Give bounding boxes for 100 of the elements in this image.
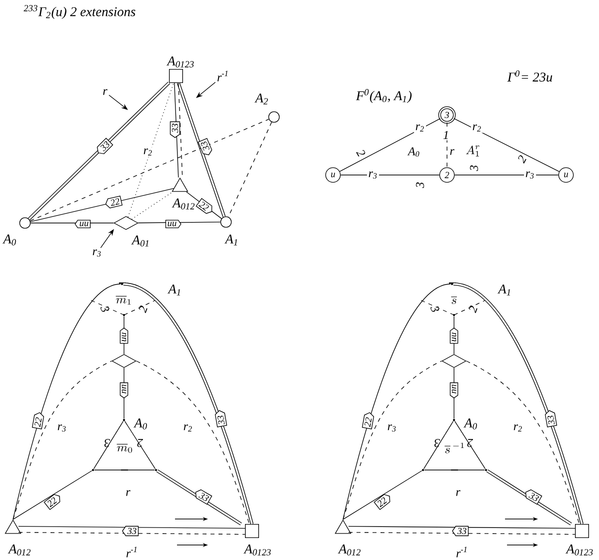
edge-label: r$_{2}$	[471, 123, 483, 133]
line	[340, 174, 440, 176]
text-label: $A^{r}_{1}$	[466, 146, 480, 156]
tag-label: 33	[170, 121, 180, 138]
line	[12, 284, 121, 520]
text-label: $\overline{s}$	[451, 296, 457, 304]
tag-label: uu	[120, 382, 128, 398]
node-label: A$_{0}$	[134, 418, 147, 430]
text-label: 3	[100, 306, 110, 312]
node-label: A$_{0123}$	[166, 56, 194, 68]
junction-point	[92, 468, 94, 472]
tag-label: 22	[44, 494, 60, 510]
line	[30, 188, 174, 222]
double-circle-node: 3	[438, 106, 456, 124]
tag-label: 33	[525, 489, 542, 505]
double-line	[453, 282, 584, 524]
dashed-line	[348, 532, 576, 535]
line	[18, 526, 246, 529]
text-label: 3	[434, 438, 440, 448]
text-label: 2	[139, 306, 148, 314]
line	[186, 191, 222, 219]
edge-label: r$_{2}$	[512, 423, 524, 433]
text-label: $\overline{m}_{1}$	[116, 296, 131, 305]
dashed-line	[136, 360, 250, 524]
edge-label: r$_{3}$	[367, 170, 379, 180]
line	[342, 284, 451, 520]
dotted-line	[128, 82, 174, 218]
dashed-line	[342, 360, 442, 520]
line	[93, 420, 124, 470]
double-line	[28, 82, 170, 220]
double-line	[176, 82, 226, 218]
junction-point	[154, 468, 158, 472]
line	[138, 222, 221, 224]
line	[30, 222, 114, 224]
tag-label: uu	[120, 328, 128, 344]
node-label: A$_{1}$	[498, 284, 510, 296]
edge-label: r$_{3}$	[524, 170, 536, 180]
dashed-line	[12, 360, 112, 520]
text-label: F$^{0}$(A$_{0}$, A$_{1}$)	[356, 89, 412, 103]
tag-label: uu	[450, 328, 458, 344]
dashed-line	[18, 532, 246, 535]
junction-point	[452, 314, 456, 316]
node-label: A$_{2}$	[254, 94, 268, 104]
tag-label: uu	[74, 220, 91, 228]
text-label: 2	[467, 439, 473, 447]
dotted-line	[131, 191, 174, 220]
node-label: A$_{0}$	[2, 234, 16, 246]
double-line	[486, 469, 572, 526]
tag-label: 33	[214, 410, 228, 428]
tag-label: 22	[196, 198, 212, 214]
text-label: 3	[416, 182, 424, 188]
node-label: A$_{0}$	[464, 418, 477, 430]
junction-point	[422, 468, 424, 472]
text-label: r	[126, 490, 130, 496]
text-label: Γ$^{0}$= 23u	[507, 70, 552, 82]
edge-label: r$_{2}$	[182, 423, 194, 433]
text-label: 2	[518, 155, 526, 164]
text-label: 2	[469, 306, 478, 314]
dashed-line	[30, 118, 270, 222]
title: $^{233}$Γ$_{2}$(u) 2 extensions	[24, 5, 136, 19]
edge-label: r$_{2}$	[414, 123, 426, 133]
line	[124, 420, 156, 470]
line	[174, 82, 179, 178]
edge-label: r$_{3}$	[386, 423, 398, 433]
node-label: A$_{1}$	[168, 284, 180, 296]
text-label: 3	[104, 438, 110, 448]
node-label: A$_{012}$	[338, 544, 361, 556]
tag-label: 33	[452, 526, 469, 536]
edge-label: r$^{-1}$	[124, 545, 140, 559]
leader-arrow	[100, 229, 114, 248]
tag-label: 22	[362, 412, 374, 430]
tag-label: 22	[32, 412, 44, 430]
line	[454, 174, 559, 176]
edge-label: r$^{-1}$	[454, 545, 470, 559]
circle-node: 2	[439, 167, 455, 183]
tag-label: 33	[195, 489, 212, 505]
text-label: r$_{3}$	[92, 249, 101, 257]
text-label: r	[103, 89, 108, 95]
dashed-line	[228, 122, 272, 218]
edge-label: r$_{2}$	[142, 147, 154, 157]
node-label: A$_{01}$	[131, 236, 148, 246]
node-label: A$_{012}$	[172, 198, 195, 210]
line	[339, 118, 441, 172]
double-line	[156, 469, 242, 526]
junction-point	[484, 468, 488, 472]
tag-label: uu	[165, 220, 182, 228]
text-label: $\overline{s}^{\,-1}$	[444, 442, 464, 454]
tag-label: 33	[544, 410, 558, 428]
line	[423, 420, 454, 470]
node-label: A$_{012}$	[8, 544, 31, 556]
edge-label: r$_{3}$	[56, 423, 68, 433]
leader-arrow	[196, 82, 216, 98]
tag-label: 33	[96, 138, 114, 154]
junction-point	[122, 314, 126, 316]
text-label: 2	[356, 150, 366, 157]
line	[342, 470, 422, 520]
tag-label: uu	[450, 382, 458, 398]
tag-label: 22	[374, 494, 390, 510]
text-label: r$^{-1}$	[217, 70, 228, 82]
edge-label: 1	[442, 130, 450, 140]
